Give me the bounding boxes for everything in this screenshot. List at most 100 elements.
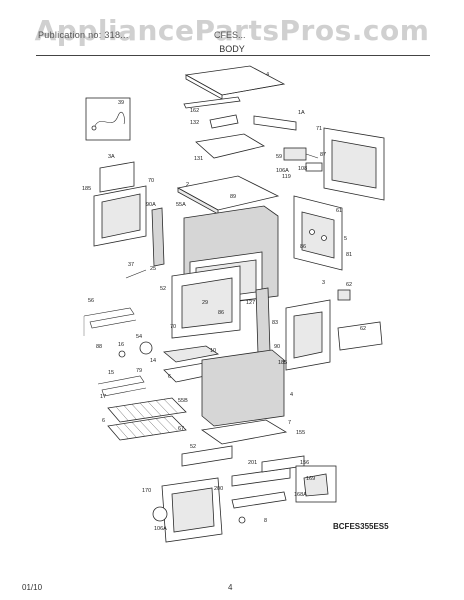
- terminal-block-part[interactable]: [283, 147, 307, 161]
- lower-strip-168A-part[interactable]: [231, 491, 287, 509]
- oven-light-part[interactable]: [139, 341, 153, 355]
- part-callout-label[interactable]: 86: [300, 244, 306, 250]
- part-callout-label[interactable]: 79: [136, 368, 142, 374]
- wire-harness-part[interactable]: [93, 111, 125, 129]
- bottom-insulation-part[interactable]: [201, 349, 285, 427]
- part-callout-label[interactable]: 59: [276, 154, 282, 160]
- part-callout-label[interactable]: 5: [0, 0, 3, 2]
- footer-date: 01/10: [22, 583, 43, 592]
- drawer-glide-part[interactable]: [303, 473, 329, 497]
- part-callout-label[interactable]: 156: [300, 460, 309, 466]
- part-callout-label[interactable]: 155: [296, 430, 305, 436]
- part-callout-label[interactable]: 17: [100, 394, 106, 400]
- part-callout-label[interactable]: 106A: [154, 526, 167, 532]
- heat-deflector-part[interactable]: [195, 133, 266, 159]
- part-callout-label[interactable]: 90A: [146, 202, 156, 208]
- light-socket-part[interactable]: [118, 350, 126, 358]
- oven-bottom-part[interactable]: [200, 419, 288, 445]
- oven-top-part[interactable]: [176, 175, 280, 211]
- part-callout-label[interactable]: 3A: [108, 154, 115, 160]
- part-callout-label[interactable]: 87: [320, 152, 326, 158]
- part-callout-label[interactable]: 39: [118, 100, 124, 106]
- part-callout-label[interactable]: 108: [298, 166, 307, 172]
- rack-bar: [115, 424, 129, 439]
- footer-page-number: 4: [228, 583, 233, 592]
- wire-clip-part[interactable]: [337, 289, 351, 301]
- part-callout-label[interactable]: 8: [264, 518, 267, 524]
- part-callout-label[interactable]: 55B: [178, 398, 188, 404]
- part-callout-label[interactable]: 6: [102, 418, 105, 424]
- part-callout-label[interactable]: 201: [248, 460, 257, 466]
- part-callout-label[interactable]: 86: [218, 310, 224, 316]
- part-callout-label[interactable]: 52: [160, 286, 166, 292]
- part-callout-label[interactable]: 168A: [294, 492, 307, 498]
- terminal-connector-part[interactable]: [337, 321, 383, 351]
- part-callout-label[interactable]: 4: [290, 392, 293, 398]
- part-callout-label[interactable]: 62: [346, 282, 352, 288]
- drawer-screw-part[interactable]: [238, 516, 246, 524]
- rack-bar: [163, 399, 178, 414]
- part-callout-label[interactable]: 5: [344, 236, 347, 242]
- rack-bar: [147, 401, 162, 416]
- oven-rack-lower-part[interactable]: [107, 415, 187, 441]
- rear-strip-1A[interactable]: [253, 115, 297, 131]
- part-callout-label[interactable]: 4: [266, 72, 269, 78]
- part-callout-label[interactable]: 71: [316, 126, 322, 132]
- insulation-strip-90A[interactable]: [151, 207, 165, 267]
- part-callout-label[interactable]: 81: [346, 252, 352, 258]
- part-callout-label[interactable]: 70: [148, 178, 154, 184]
- rear-trim-strip-132[interactable]: [209, 114, 239, 129]
- top-panel-part[interactable]: [184, 65, 286, 96]
- broil-element-part[interactable]: [97, 375, 147, 397]
- part-callout-label[interactable]: 10: [210, 348, 216, 354]
- part-callout-label[interactable]: 29: [202, 300, 208, 306]
- oven-rack-upper-part[interactable]: [107, 397, 187, 423]
- part-callout-label[interactable]: 67: [178, 426, 184, 432]
- side-insulation-83[interactable]: [255, 287, 271, 355]
- rear-trim-strip-162[interactable]: [183, 96, 241, 109]
- part-callout-label[interactable]: 54: [136, 334, 142, 340]
- part-callout-label[interactable]: 127: [246, 300, 255, 306]
- part-callout-label[interactable]: 106A: [276, 168, 289, 174]
- part-callout-label[interactable]: 55A: [176, 202, 186, 208]
- part-callout-label[interactable]: 3: [322, 280, 325, 286]
- part-callout-label[interactable]: 62: [360, 326, 366, 332]
- bracket-106A[interactable]: [305, 162, 323, 172]
- part-callout-label[interactable]: 185: [278, 360, 287, 366]
- part-callout-label[interactable]: 185: [82, 186, 91, 192]
- drawer-rail-left-part[interactable]: [181, 445, 233, 467]
- part-callout-label[interactable]: 89: [230, 194, 236, 200]
- side-panel-left-part[interactable]: [99, 161, 135, 193]
- rack-bar: [163, 417, 178, 432]
- part-callout-label[interactable]: 162: [190, 108, 199, 114]
- header-publication: Publication no: 318...: [38, 30, 129, 40]
- part-callout-label[interactable]: 7: [288, 420, 291, 426]
- part-callout-label[interactable]: 52: [190, 444, 196, 450]
- part-callout-label[interactable]: 16: [118, 342, 124, 348]
- part-callout-label[interactable]: 15: [108, 370, 114, 376]
- part-callout-label[interactable]: 25: [150, 266, 156, 272]
- part-callout-label[interactable]: 169: [306, 476, 315, 482]
- part-callout-label[interactable]: 61: [336, 208, 342, 214]
- broil-pan-grid-part[interactable]: [163, 345, 220, 363]
- part-callout-label[interactable]: 170: [142, 488, 151, 494]
- leveling-leg-part[interactable]: [152, 506, 168, 522]
- part-callout-label[interactable]: 119: [282, 174, 291, 180]
- part-callout-label[interactable]: 2: [186, 182, 189, 188]
- probe-part[interactable]: [125, 269, 147, 279]
- rack-bar: [131, 404, 145, 419]
- part-callout-label[interactable]: 90: [274, 344, 280, 350]
- bake-element-part[interactable]: [83, 307, 137, 329]
- part-callout-label[interactable]: 14: [150, 358, 156, 364]
- part-callout-label[interactable]: 70: [170, 324, 176, 330]
- part-callout-label[interactable]: 1A: [298, 110, 305, 116]
- part-callout-label[interactable]: 6: [168, 374, 171, 380]
- part-callout-label[interactable]: 131: [194, 156, 203, 162]
- part-callout-label[interactable]: 132: [190, 120, 199, 126]
- part-callout-label[interactable]: 88: [96, 344, 102, 350]
- part-callout-label[interactable]: 37: [128, 262, 134, 268]
- part-callout-label[interactable]: 200: [214, 486, 223, 492]
- drawer-rail-right-part[interactable]: [231, 467, 291, 487]
- part-callout-label[interactable]: 83: [272, 320, 278, 326]
- part-callout-label[interactable]: 56: [88, 298, 94, 304]
